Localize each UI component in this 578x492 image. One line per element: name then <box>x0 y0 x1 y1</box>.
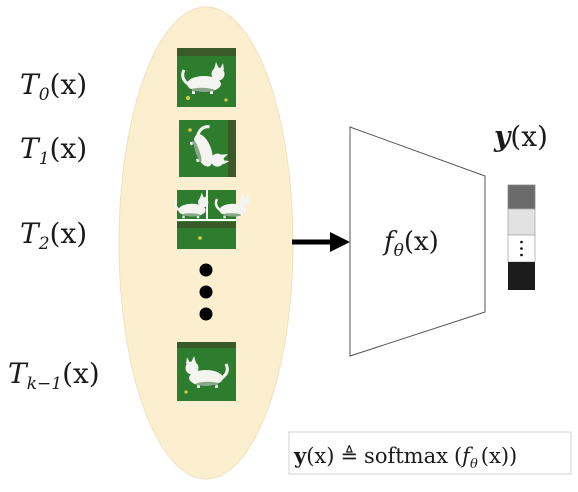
label-t2: T2(x) <box>20 217 87 254</box>
formula-box <box>288 431 572 475</box>
label-tk-1: Tk−1(x) <box>8 357 100 394</box>
image-tk-1 <box>177 342 236 401</box>
ellipsis-dot <box>199 307 213 321</box>
label-t1: T1(x) <box>20 132 87 169</box>
formula: y(x)≜softmax(fθ(x)) <box>293 443 517 472</box>
output-label: y(x) <box>493 120 548 153</box>
ellipsis-dot <box>199 263 213 277</box>
arrow <box>292 232 350 252</box>
image-t2 <box>173 190 251 249</box>
output-vector <box>507 184 536 290</box>
image-t1 <box>179 120 236 177</box>
ellipsis-dot <box>199 285 213 299</box>
label-t0: T0(x) <box>20 68 87 105</box>
model-label: fθ(x) <box>382 227 439 261</box>
model-trapezoid <box>349 126 486 357</box>
image-t0 <box>177 48 236 107</box>
